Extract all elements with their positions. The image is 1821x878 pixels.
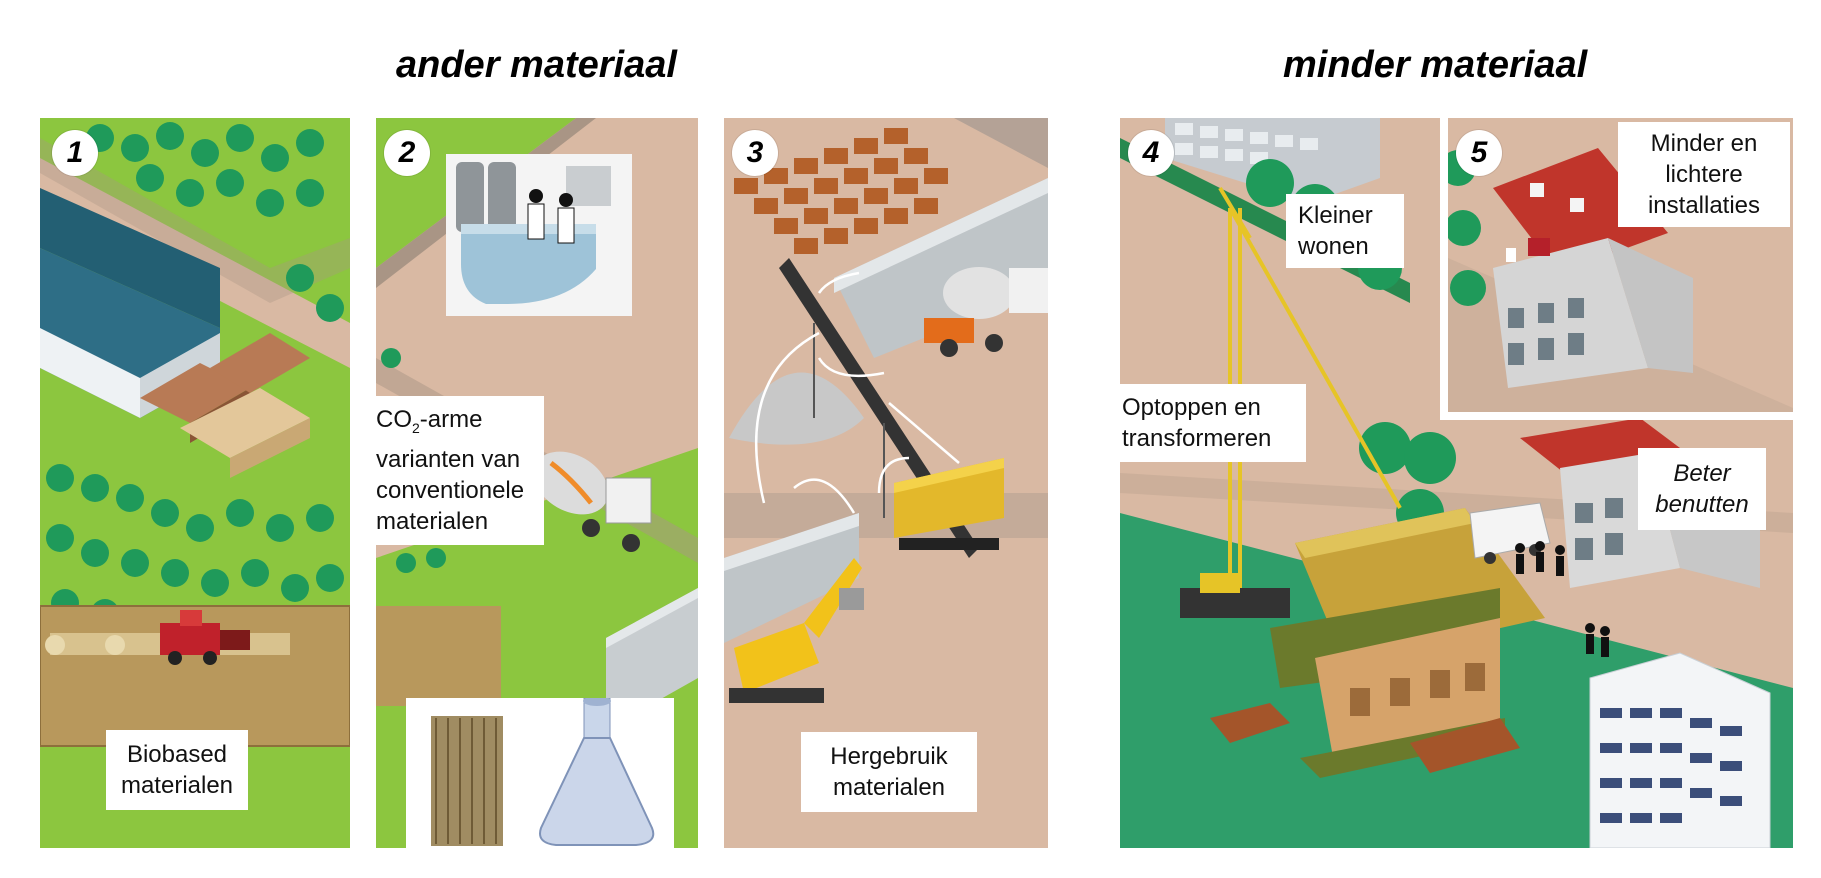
heading-minder-materiaal: minder materiaal [1283,44,1588,86]
label-line: wonen [1298,233,1369,260]
concrete-mixer-truck [924,267,1048,357]
label-line: Optoppen en [1122,394,1261,421]
brick-stack [734,128,948,254]
label-line: Beter [1673,460,1731,487]
label-line: conventionele [376,476,525,504]
panel-4-label-beter-benutten: Beter benutten [1638,448,1766,530]
sorting-machine [894,458,1004,550]
heading-ander-materiaal: ander materiaal [396,44,677,86]
log-stacks [140,333,310,478]
label-line: installaties [1647,192,1761,219]
combine-harvester [160,610,250,665]
label-line: benutten [1655,491,1749,518]
panel-5-illustration [1448,118,1793,412]
panel-1-number-badge: 1 [52,130,98,176]
panel-1-biobased: 1 Biobased materialen [40,118,350,848]
panel-3-hergebruik: 3 Hergebruik materialen [724,118,1048,848]
apartment-tower [1589,652,1771,848]
laboratory-inset [446,154,632,316]
label-line: lichtere [1665,161,1743,188]
panel-2-label: CO2-arme varianten van conventionele mat… [376,396,544,545]
label-line: transformeren [1122,425,1272,452]
panel-3-label: Hergebruik materialen [801,732,977,812]
warehouse-roof [40,188,220,328]
label-line: Hergebruik [830,743,948,770]
heating-unit [1528,238,1550,256]
panel-2-number-badge: 2 [384,130,430,176]
label-line: Biobased [126,741,228,768]
trees [1448,150,1486,306]
panel-5-number-badge: 5 [1456,130,1502,176]
panel-4-label-optoppen: Optoppen en transformeren [1120,384,1306,462]
excavator [729,558,864,703]
label-line: Minder en [1650,130,1758,157]
label-line: varianten van [376,445,521,473]
label-line: materialen [832,774,946,801]
scientists [527,189,575,244]
panel-2-co2-arm: 2 CO2-arme varianten van conventionele m… [376,118,698,848]
label-line: Kleiner [1298,202,1373,229]
panel-4-label-kleiner-wonen: Kleiner wonen [1286,194,1404,268]
fibre-field [376,606,501,706]
precast-beams [606,588,698,713]
panel-5-installaties: 5 Minder en lichtere installaties [1440,110,1793,420]
panel-1-label: Biobased materialen [106,730,248,810]
concrete-beams-top [834,178,1048,358]
panel-5-frame: 5 Minder en lichtere installaties [1448,118,1793,412]
wood-stacks [1210,703,1520,773]
label-line: CO2-arme [376,406,483,436]
glass-flask [539,698,655,846]
concrete-beams-bottom [724,513,859,643]
label-line: materialen [376,507,489,535]
concrete-mixer-truck [533,451,652,552]
fibre-sample [431,716,503,846]
label-line: materialen [120,772,234,799]
panel-5-label: Minder en lichtere installaties [1618,122,1790,227]
panel-3-illustration [724,118,1048,848]
people [1515,541,1610,657]
reuse-arrows [754,271,960,514]
panel-4-number-badge: 4 [1128,130,1174,176]
panel-3-number-badge: 3 [732,130,778,176]
panel-1-illustration [40,118,350,848]
biomaterial-flask-inset [406,698,674,848]
house-with-installations [1493,148,1693,388]
gravel-pile [729,372,864,445]
